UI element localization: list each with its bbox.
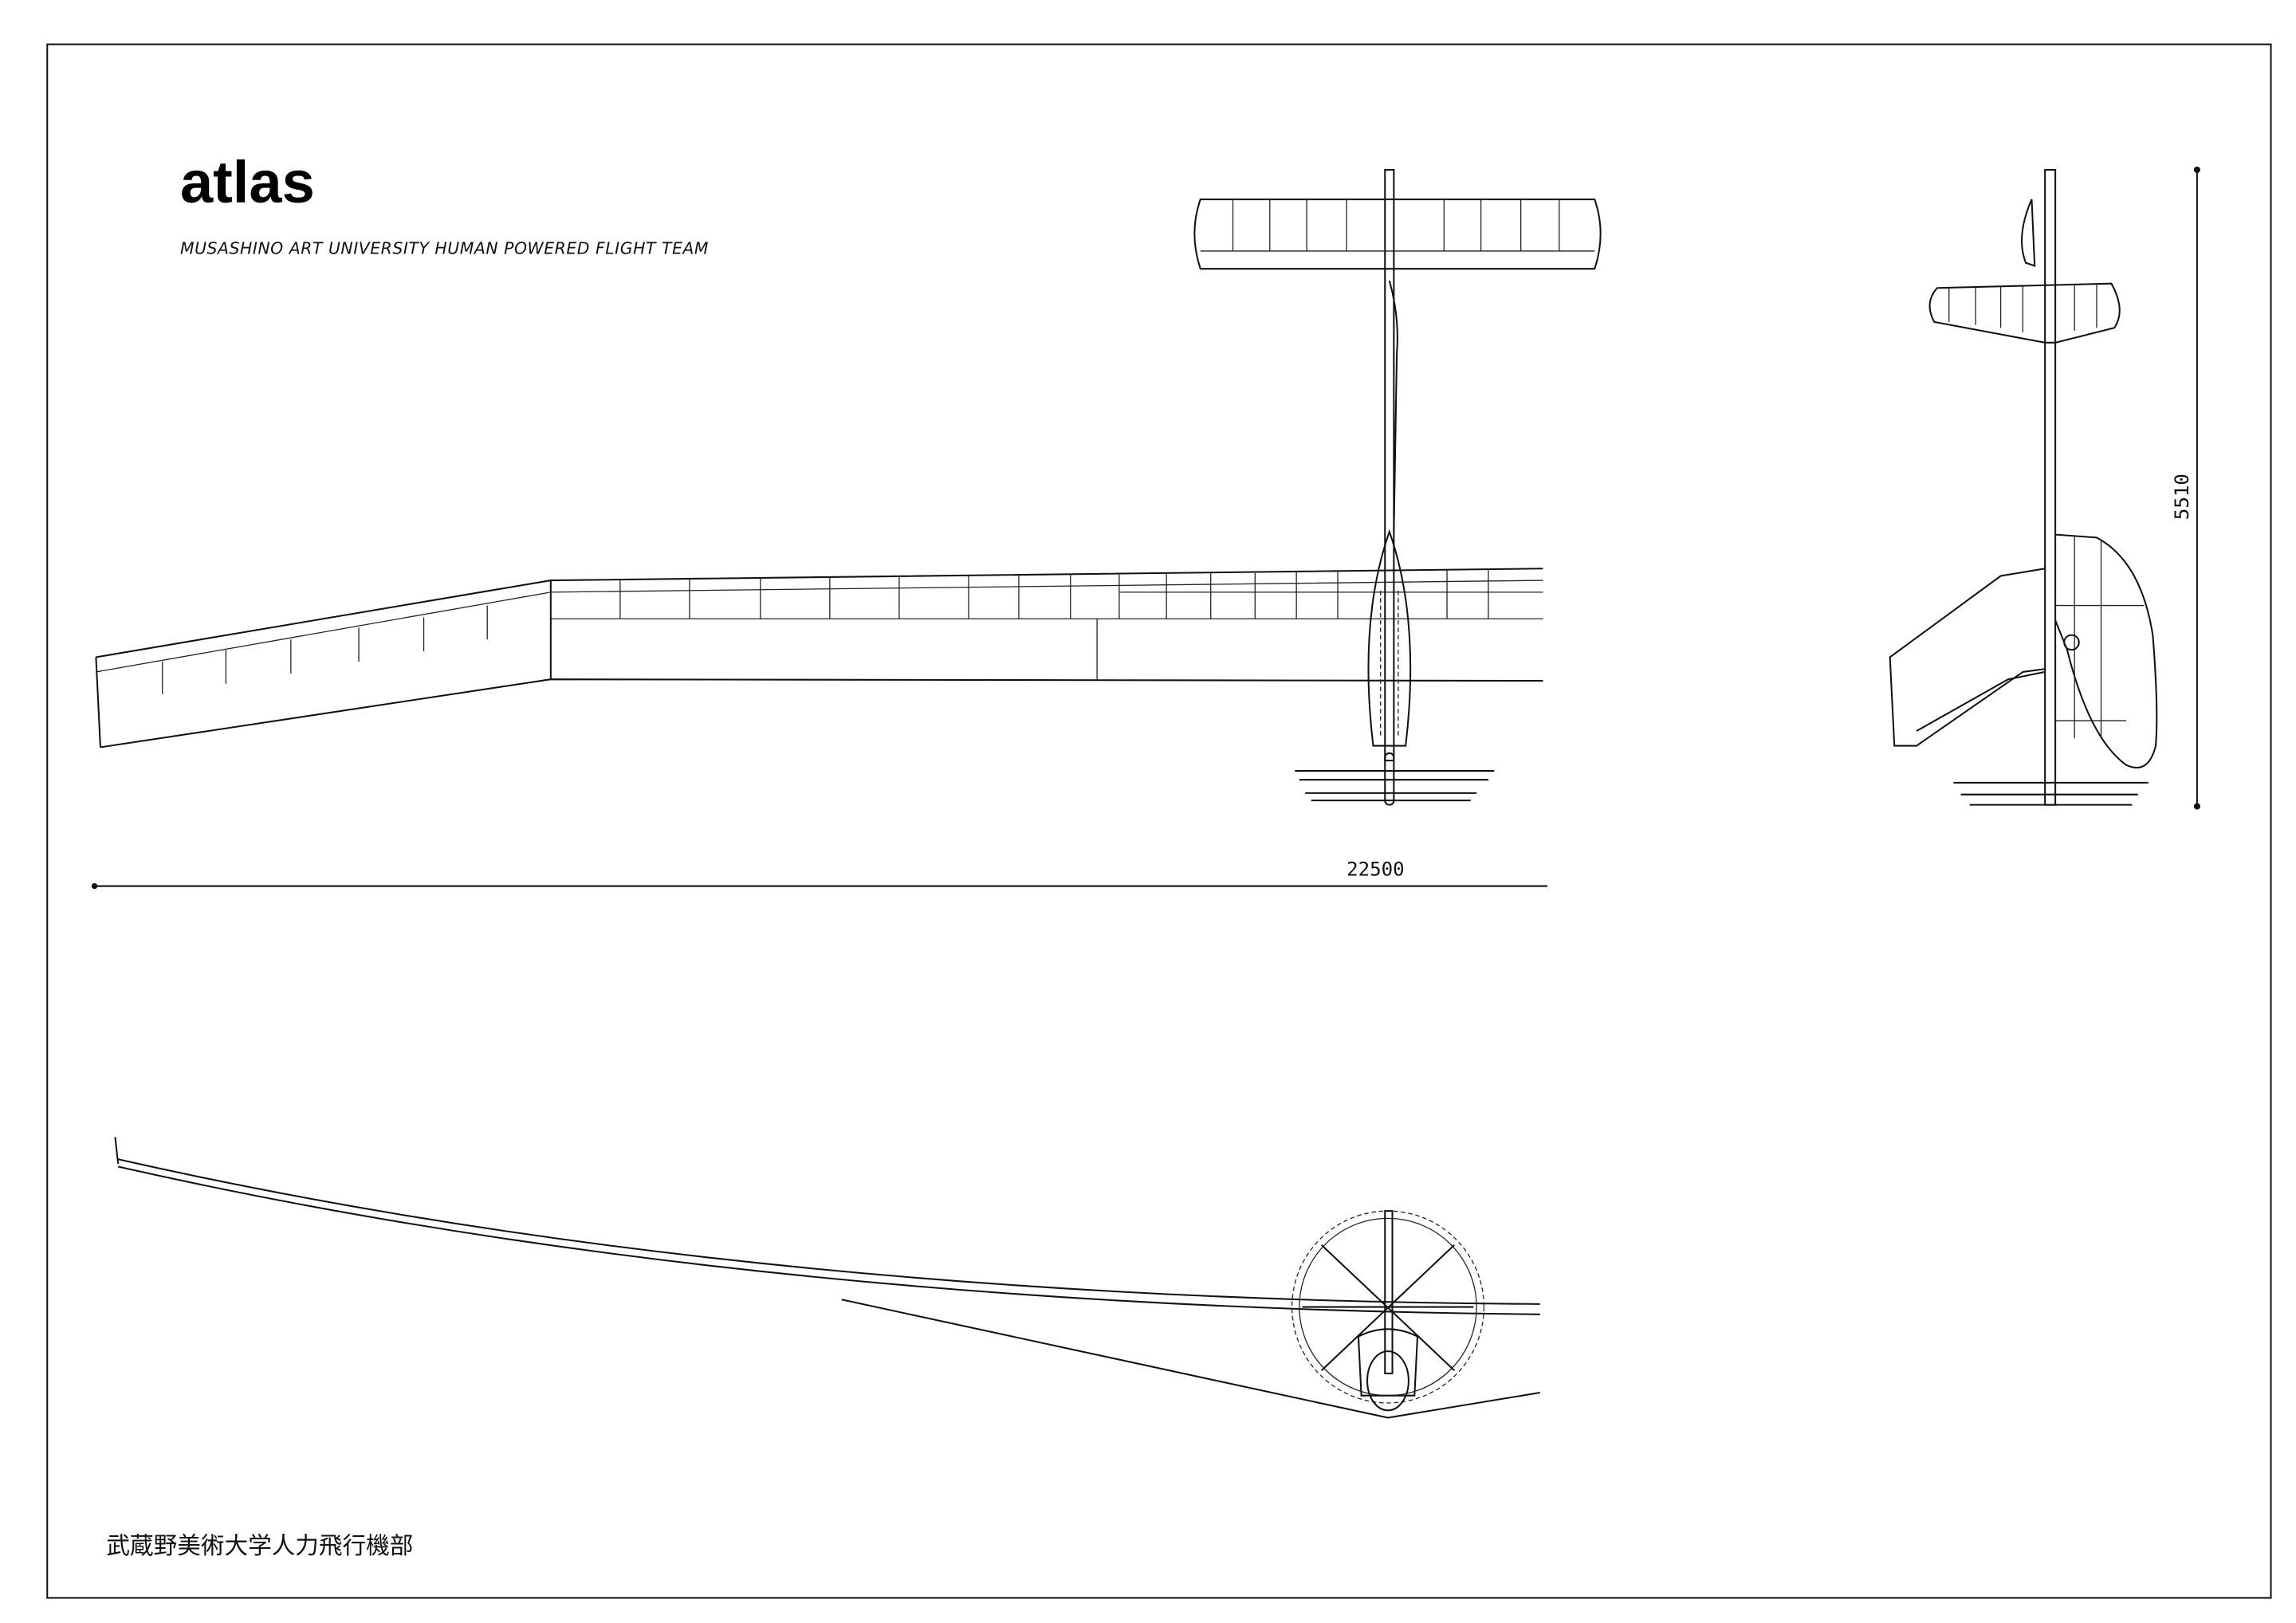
footer-japanese: 武蔵野美術大学人力飛行機部 [106, 1531, 413, 1559]
span-dimension: 22500 [91, 859, 1547, 890]
sheet-border [46, 43, 2272, 1599]
side-view [1889, 169, 2158, 806]
title: atlas [180, 149, 315, 215]
svg-text:22500: 22500 [1347, 859, 1404, 881]
svg-text:5510: 5510 [2171, 474, 2193, 520]
front-view [114, 1137, 1540, 1419]
top-view [95, 169, 1602, 806]
length-dimension: 5510 [2171, 166, 2200, 810]
subtitle: MUSASHINO ART UNIVERSITY HUMAN POWERED F… [180, 239, 709, 258]
